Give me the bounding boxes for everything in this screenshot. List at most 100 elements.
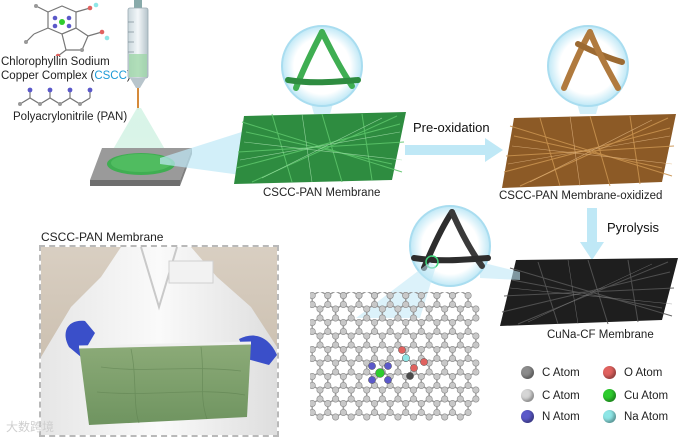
carbon-atom <box>347 386 355 394</box>
carbon-atom <box>347 359 355 367</box>
cscc-molecule <box>24 2 110 56</box>
carbon-atom <box>332 332 340 340</box>
carbon-atom <box>386 292 394 299</box>
zoom-beam-1 <box>160 130 248 176</box>
carbon-atom <box>339 400 347 408</box>
legend-label: Na Atom <box>624 410 669 423</box>
carbon-atom <box>425 395 433 403</box>
carbon-atom <box>433 292 441 299</box>
legend-label: C Atom <box>542 366 580 379</box>
carbon-atom <box>316 368 324 376</box>
carbon-atom <box>402 409 410 417</box>
carbon-atom <box>339 373 347 381</box>
cu-atom-swatch <box>603 389 616 402</box>
carbon-atom <box>456 413 464 421</box>
carbon-atom <box>355 382 363 390</box>
carbon-atom <box>332 359 340 367</box>
carbon-atom <box>449 318 457 326</box>
carbon-atom <box>347 305 355 313</box>
carbon-atom <box>472 395 480 403</box>
cf-membrane-label: CuNa-CF Membrane <box>547 329 654 341</box>
carbon-atom <box>410 413 418 421</box>
carbon-atom <box>310 319 316 326</box>
carbon-atom <box>433 373 441 381</box>
carbon-atom <box>332 341 340 349</box>
dopant-atom <box>420 358 428 366</box>
carbon-atom <box>417 292 425 299</box>
zoom-bubble-brown <box>547 25 629 114</box>
carbon-atom <box>347 341 355 349</box>
carbon-atom <box>355 301 363 309</box>
carbon-atom <box>355 327 363 335</box>
carbon-atom <box>324 409 332 417</box>
carbon-atom <box>433 400 441 408</box>
carbon-atom <box>316 395 324 403</box>
carbon-atom <box>363 368 371 376</box>
membrane-photo <box>41 247 277 435</box>
dopant-atom <box>410 364 418 372</box>
carbon-atom <box>464 354 472 362</box>
carbon-atom <box>402 301 410 309</box>
carbon-atom <box>433 409 441 417</box>
carbon-atom <box>371 400 379 408</box>
carbon-atom <box>394 305 402 313</box>
carbon-atom <box>355 409 363 417</box>
legend-c-atom-dark: C Atom <box>521 366 580 379</box>
carbon-atom <box>363 314 371 322</box>
carbon-atom <box>441 341 449 349</box>
carbon-atom <box>456 332 464 340</box>
carbon-atom <box>378 413 386 421</box>
carbon-atom <box>316 413 324 421</box>
carbon-atom <box>449 327 457 335</box>
carbon-atom <box>417 327 425 335</box>
carbon-atom <box>402 382 410 390</box>
carbon-atom <box>410 305 418 313</box>
carbon-atom <box>456 368 464 376</box>
dopant-atom <box>384 376 392 384</box>
carbon-atom <box>464 400 472 408</box>
carbon-atom <box>464 373 472 381</box>
carbon-atom <box>386 400 394 408</box>
carbon-atom <box>441 395 449 403</box>
carbon-atom <box>394 368 402 376</box>
carbon-atom <box>456 305 464 313</box>
carbon-atom <box>386 354 394 362</box>
carbon-atom <box>310 400 316 407</box>
carbon-atom <box>456 395 464 403</box>
legend-label: Cu Atom <box>624 389 669 402</box>
carbon-atom <box>402 400 410 408</box>
carbon-fiber-membrane <box>500 258 678 326</box>
carbon-atom <box>394 314 402 322</box>
carbon-atom <box>464 345 472 353</box>
pyrolysis-label: Pyrolysis <box>607 220 660 235</box>
dopant-atom <box>375 368 385 378</box>
carbon-atom <box>316 314 324 322</box>
carbon-atom <box>433 301 441 309</box>
electrospinning-spray <box>108 108 170 158</box>
carbon-atom <box>441 368 449 376</box>
carbon-atom <box>464 318 472 326</box>
carbon-atom <box>332 368 340 376</box>
carbon-atom <box>441 413 449 421</box>
carbon-atom <box>355 345 363 353</box>
carbon-atom <box>355 292 363 299</box>
carbon-atom <box>386 318 394 326</box>
pre-oxidation-label: Pre-oxidation <box>413 120 490 135</box>
membrane-oxidized-label: CSCC-PAN Membrane-oxidized <box>499 190 663 202</box>
carbon-atom <box>339 292 347 299</box>
carbon-atom <box>417 301 425 309</box>
carbon-atom <box>355 354 363 362</box>
carbon-atom <box>339 318 347 326</box>
carbon-atom <box>425 332 433 340</box>
legend-label: C Atom <box>542 389 580 402</box>
carbon-atom <box>371 318 379 326</box>
pan-molecule <box>18 87 93 106</box>
syringe-icon <box>127 0 149 110</box>
legend-na-atom: Na Atom <box>603 410 668 423</box>
carbon-atom <box>394 332 402 340</box>
cscc-label-line2: Copper Complex (CSCC) <box>1 70 131 82</box>
carbon-atom <box>449 400 457 408</box>
carbon-atom <box>347 314 355 322</box>
carbon-atom <box>472 386 480 394</box>
watermark: 大数跨境 <box>6 420 55 434</box>
